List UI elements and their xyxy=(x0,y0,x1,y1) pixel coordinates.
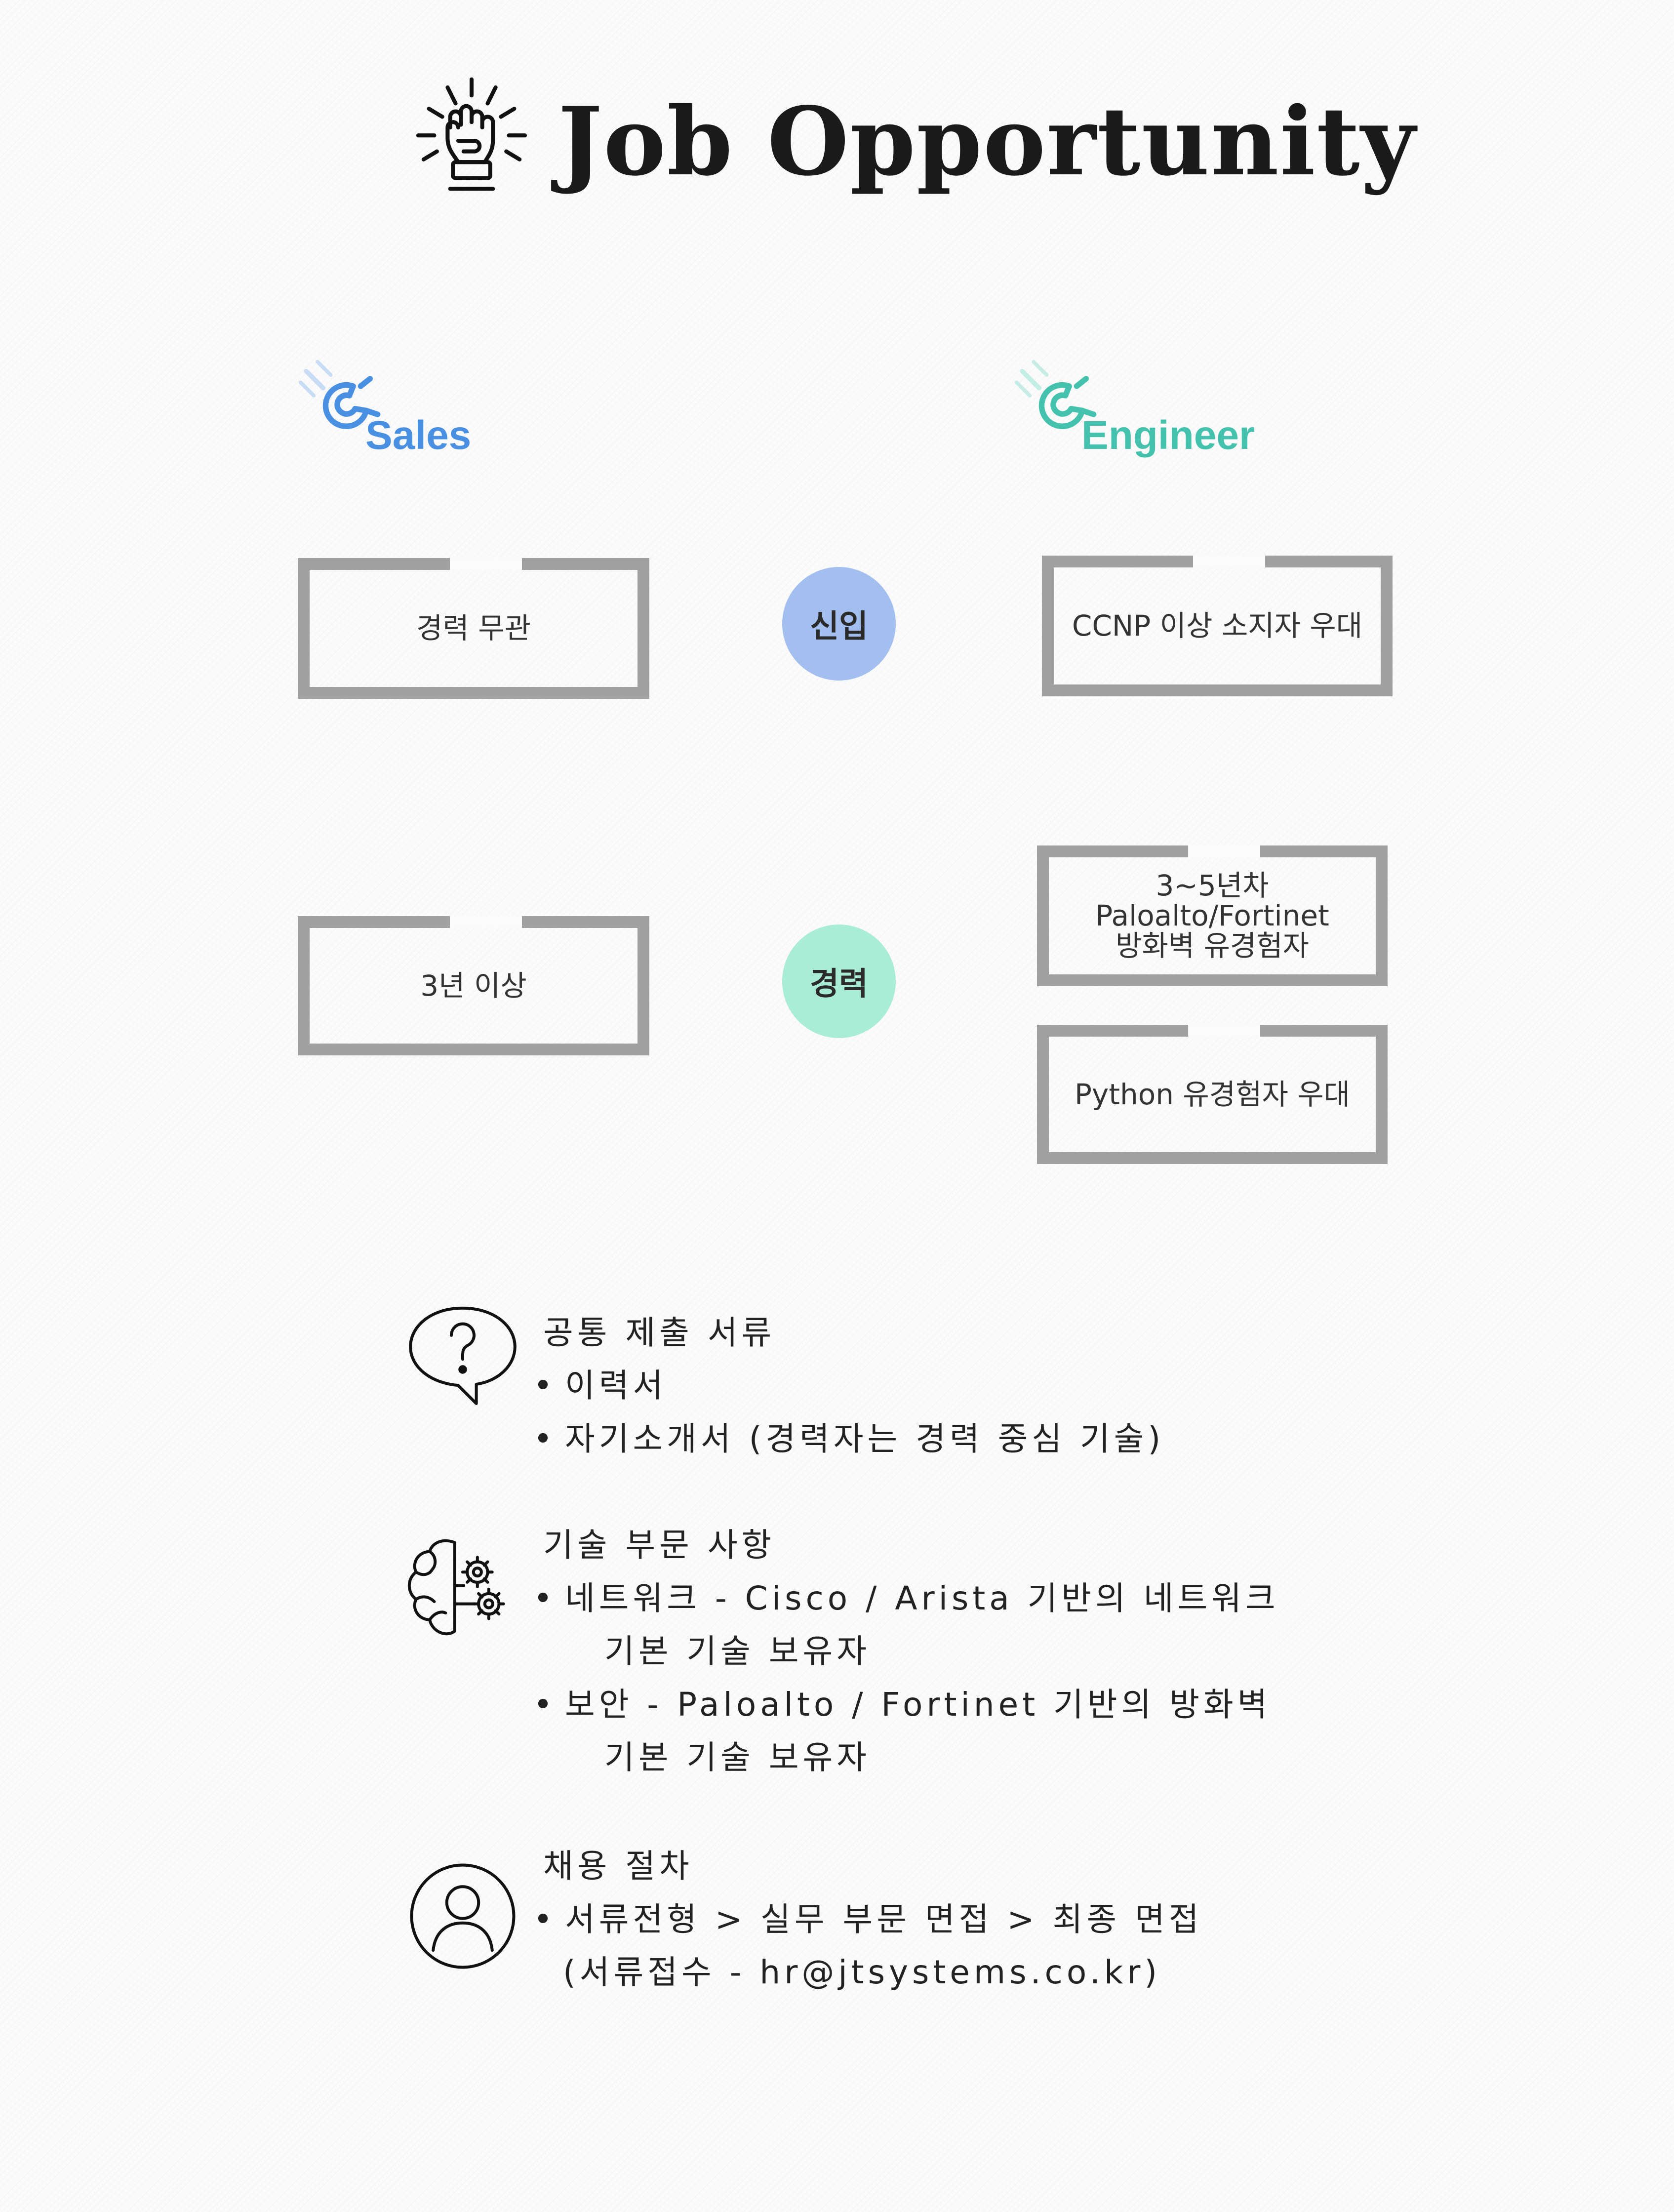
list-item: •네트워크 - Cisco / Arista 기반의 네트워크 xyxy=(533,1579,1279,1617)
engineer-exp-text-1: 3~5년차 Paloalto/Fortinet 방화벽 유경험자 xyxy=(1049,857,1376,974)
wrench-icon xyxy=(299,358,393,452)
sales-new-box: 경력 무관 xyxy=(298,558,649,699)
list-item: •보안 - Paloalto / Fortinet 기반의 방화벽 xyxy=(533,1686,1272,1724)
level-experienced-badge: 경력 xyxy=(782,925,896,1038)
category-engineer-label: Engineer xyxy=(1081,413,1255,458)
engineer-exp-line: 방화벽 유경험자 xyxy=(1116,928,1309,963)
question-bubble-icon xyxy=(406,1301,519,1415)
contact-note: (서류접수 - hr@jtsystems.co.kr) xyxy=(563,1953,1161,1991)
level-new-label: 신입 xyxy=(810,608,868,645)
sales-exp-box: 3년 이상 xyxy=(298,916,649,1055)
engineer-new-box: CCNP 이상 소지자 우대 xyxy=(1042,556,1393,696)
engineer-new-text: CCNP 이상 소지자 우대 xyxy=(1072,609,1363,643)
list-item: •서류전형 > 실무 부문 면접 > 최종 면접 xyxy=(533,1900,1203,1938)
sales-new-text: 경력 무관 xyxy=(416,611,531,645)
level-new-badge: 신입 xyxy=(782,567,896,681)
user-circle-icon xyxy=(406,1859,519,1973)
level-experienced-label: 경력 xyxy=(810,966,868,1003)
wrench-icon xyxy=(1015,358,1109,452)
engineer-exp-box-2: Python 유경험자 우대 xyxy=(1037,1025,1388,1164)
process-title: 채용 절차 xyxy=(543,1847,693,1885)
list-item-continued: 기본 기술 보유자 xyxy=(604,1738,871,1776)
list-item: •이력서 xyxy=(533,1367,667,1405)
documents-title: 공통 제출 서류 xyxy=(543,1314,776,1352)
tech-title: 기술 부문 사항 xyxy=(543,1526,776,1564)
engineer-exp-text-2: Python 유경험자 우대 xyxy=(1074,1077,1351,1111)
brain-gears-icon xyxy=(402,1533,516,1647)
sales-exp-text: 3년 이상 xyxy=(420,968,527,1003)
raised-fist-icon xyxy=(405,74,538,207)
page-title: Job Opportunity xyxy=(558,86,1417,197)
engineer-exp-line: Paloalto/Fortinet xyxy=(1095,899,1329,933)
engineer-exp-line: 3~5년차 xyxy=(1156,869,1269,903)
list-item-continued: 기본 기술 보유자 xyxy=(604,1632,871,1670)
engineer-exp-box-1: 3~5년차 Paloalto/Fortinet 방화벽 유경험자 xyxy=(1037,845,1388,986)
category-sales-label: Sales xyxy=(365,413,472,458)
list-item: •자기소개서 (경력자는 경력 중심 기술) xyxy=(533,1420,1165,1458)
